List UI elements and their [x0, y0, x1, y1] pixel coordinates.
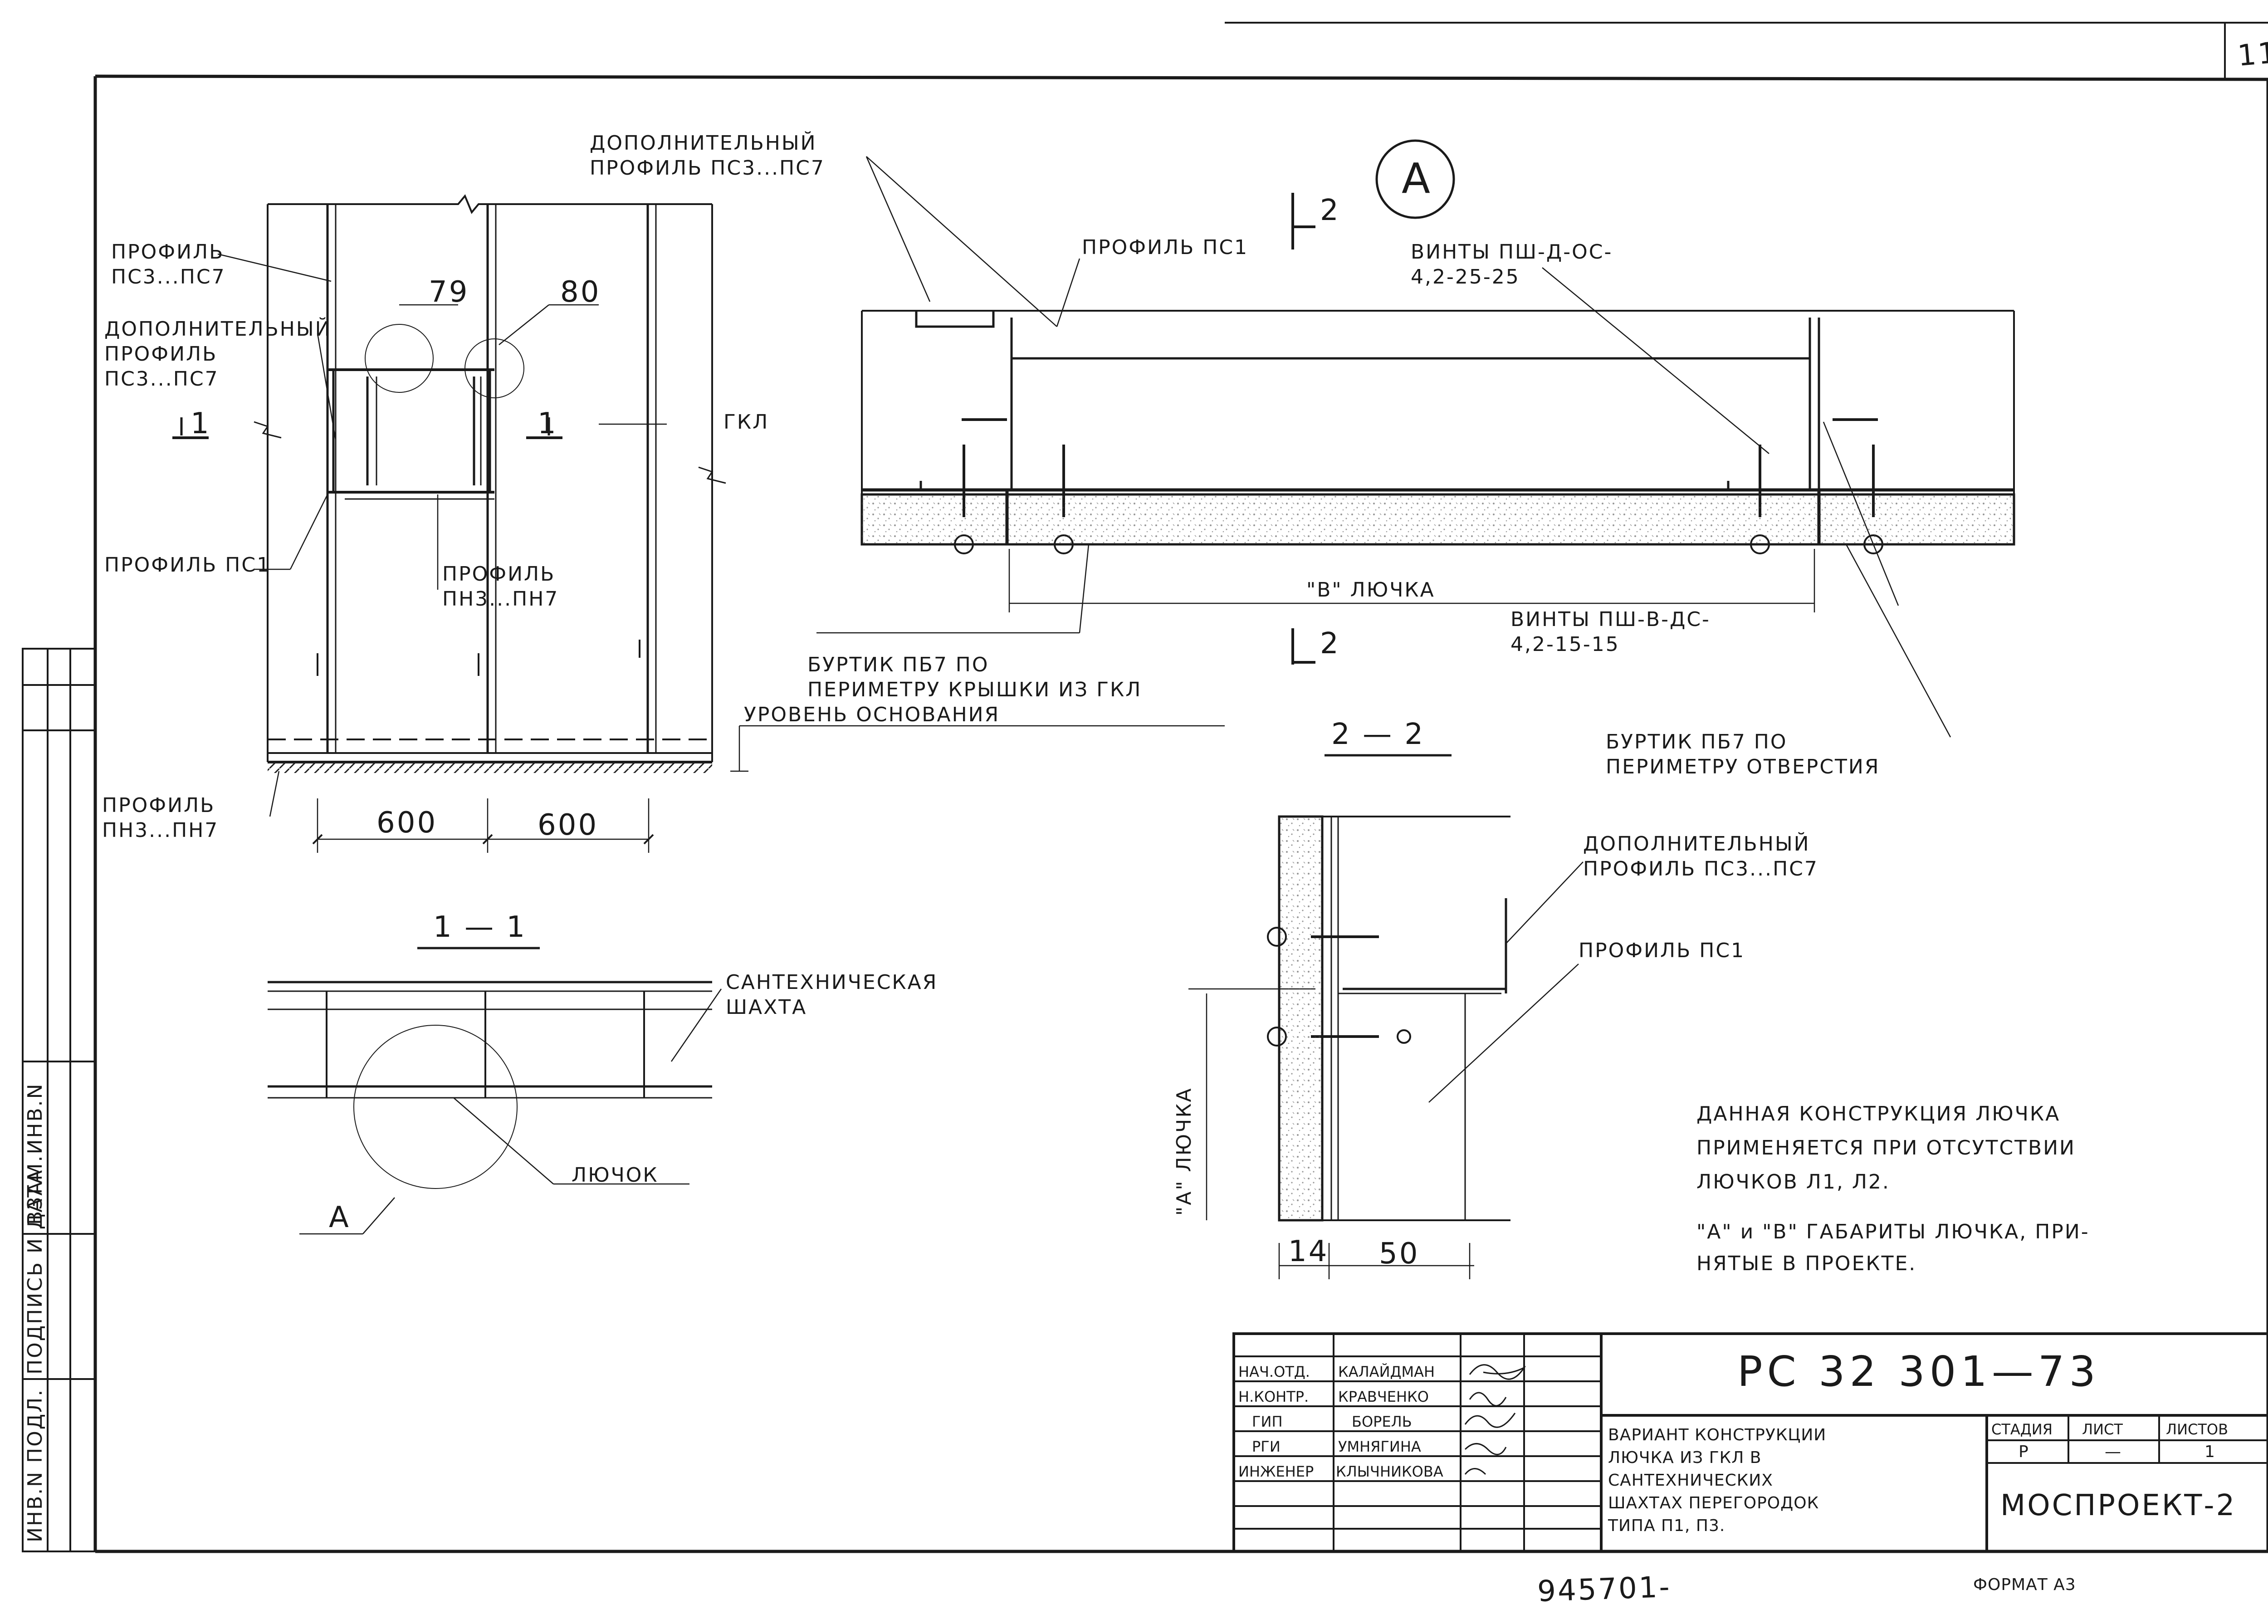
side-strip-label-vzam: ВЗАМ.ИНВ.N	[24, 1082, 47, 1225]
note-line-2: ПРИМЕНЯЕТСЯ ПРИ ОТСУТСТВИИ	[1696, 1136, 2076, 1159]
tb-person-role-5: ИНЖЕНЕР	[1238, 1463, 1314, 1480]
section-vertical-leaders	[1428, 861, 1584, 1103]
view-a-elevation	[254, 194, 726, 763]
sec22-screws-right: ВИНТЫ ПШ-В-ДС-4,2-15-15	[1510, 608, 1711, 656]
tb-val-sheets: 1	[2204, 1443, 2215, 1461]
tb-desc-1: ВАРИАНТ КОНСТРУКЦИИ	[1608, 1426, 1826, 1444]
label-line: ПЕРИМЕТРУ КРЫШКИ ИЗ ГКЛ	[807, 678, 1142, 701]
title-block	[1232, 1332, 2268, 1553]
tb-desc-2: ЛЮЧКА ИЗ ГКЛ В	[1608, 1448, 1761, 1467]
vert-prof-ps1: ПРОФИЛЬ ПС1	[1579, 939, 1745, 962]
label-line: ПРОФИЛЬ ПС3...ПС7	[1583, 857, 1818, 880]
note-line-3: ЛЮЧКОВ Л1, Л2.	[1696, 1170, 1890, 1194]
dim-600-right: 600	[538, 808, 598, 842]
label-line: ПН3...ПН7	[442, 587, 559, 611]
tb-person-name-3: БОРЕЛЬ	[1352, 1413, 1412, 1430]
tb-person-name-5: КЛЫЧНИКОВА	[1336, 1463, 1443, 1480]
section-1-left: 1	[191, 407, 211, 440]
tb-val-stage: Р	[2019, 1443, 2029, 1461]
label-gkl: ГКЛ	[723, 411, 769, 434]
section-22-board-hatch	[862, 495, 2014, 543]
tb-person-role-1: НАЧ.ОТД.	[1238, 1363, 1310, 1380]
sheet-number: 111	[2236, 34, 2268, 73]
view-a-circle-label: А	[1402, 154, 1435, 203]
side-strip	[22, 648, 96, 1552]
section-22-leaders	[816, 156, 1951, 738]
tb-desc-5: ТИПА П1, П3.	[1608, 1516, 1725, 1535]
tb-val-sheet: —	[2105, 1443, 2121, 1461]
sheet-inventory: 945701-	[1537, 1570, 1672, 1609]
section-11-drawing	[268, 947, 712, 1189]
section-22-drawing	[860, 193, 2015, 757]
tb-desc-3: САНТЕХНИЧЕСКИХ	[1608, 1471, 1773, 1490]
note-line-4: "А" и "В" ГАБАРИТЫ ЛЮЧКА, ПРИ-	[1696, 1220, 2090, 1243]
sec22-dim-b: "В" ЛЮЧКА	[1306, 578, 1435, 602]
label-line: ПН3...ПН7	[102, 819, 219, 842]
label-line: ПС3...ПС7	[111, 265, 226, 289]
label-prof-ps3: ПРОФИЛЬ ПС3...ПС7	[111, 240, 232, 289]
ref-80: 80	[560, 275, 601, 309]
sec22-cut-bottom: 2	[1320, 627, 1340, 660]
vert-dim-a: "А" ЛЮЧКА	[1173, 1087, 1196, 1216]
note-line-5: НЯТЫЕ В ПРОЕКТЕ.	[1696, 1252, 1916, 1275]
sec22-title: 2 — 2	[1331, 718, 1425, 751]
sheet-format: ФОРМАТ А3	[1973, 1575, 2076, 1594]
tb-code: РС 32 301—73	[1737, 1347, 2100, 1396]
vert-dim-50: 50	[1379, 1237, 1419, 1271]
label-level: УРОВЕНЬ ОСНОВАНИЯ	[744, 703, 1000, 726]
tb-person-role-2: Н.КОНТР.	[1238, 1388, 1309, 1405]
vert-dim-14: 14	[1288, 1235, 1329, 1268]
sec11-mark-a: А	[329, 1201, 351, 1234]
tb-desc-4: ШАХТАХ ПЕРЕГОРОДОК	[1608, 1494, 1819, 1512]
label-line: ПС3...ПС7	[104, 367, 219, 391]
section-1-right: 1	[538, 407, 558, 440]
ground-hatch	[268, 763, 712, 773]
label-line: ШАХТА	[726, 996, 807, 1019]
sec22-prof-ps1: ПРОФИЛЬ ПС1	[1082, 236, 1248, 259]
sec11-hatch: ЛЮЧОК	[572, 1164, 659, 1187]
label-prof-ps1-left: ПРОФИЛЬ ПС1	[104, 553, 271, 577]
section-vertical-hatch	[1280, 817, 1321, 1219]
section-vertical-drawing	[1188, 815, 1510, 1279]
tb-person-role-3: ГИП	[1252, 1413, 1283, 1430]
signatures	[1464, 1364, 1526, 1475]
sec11-title: 1 — 1	[433, 910, 527, 944]
view-a-leaders	[172, 253, 1225, 853]
tb-person-role-4: РГИ	[1252, 1438, 1281, 1455]
side-strip-label-sign: ПОДПИСЬ И ДАТА	[24, 1169, 47, 1375]
tb-col-sheet: ЛИСТ	[2082, 1421, 2123, 1438]
label-line: 4,2-15-15	[1510, 633, 1620, 656]
side-strip-label-inv: ИНВ.N ПОДЛ.	[24, 1389, 47, 1542]
label-line: ПРОФИЛЬ ПС3...ПС7	[590, 157, 825, 180]
label-line: ПРОФИЛЬ	[104, 342, 217, 366]
sec22-cut-top: 2	[1320, 194, 1340, 227]
section-11-leaders	[299, 988, 722, 1235]
note-line-1: ДАННАЯ КОНСТРУКЦИЯ ЛЮЧКА	[1696, 1102, 2060, 1125]
tb-org: МОСПРОЕКТ-2	[2000, 1489, 2236, 1522]
dim-600-left: 600	[376, 806, 437, 840]
sec22-screws-top: ВИНТЫ ПШ-Д-ОС-4,2-25-25	[1411, 240, 1613, 289]
tb-col-sheets: ЛИСТОВ	[2166, 1421, 2228, 1438]
ref-79: 79	[429, 275, 469, 309]
tb-col-stage: СТАДИЯ	[1991, 1421, 2053, 1438]
tb-person-name-1: КАЛАЙДМАН	[1338, 1363, 1435, 1380]
label-line: 4,2-25-25	[1411, 265, 1520, 289]
label-line: ПЕРИМЕТРУ ОТВЕРСТИЯ	[1606, 755, 1880, 778]
tb-person-name-4: УМНЯГИНА	[1338, 1438, 1421, 1455]
tb-person-name-2: КРАВЧЕНКО	[1338, 1388, 1429, 1405]
view-a-circle	[1375, 139, 1455, 219]
